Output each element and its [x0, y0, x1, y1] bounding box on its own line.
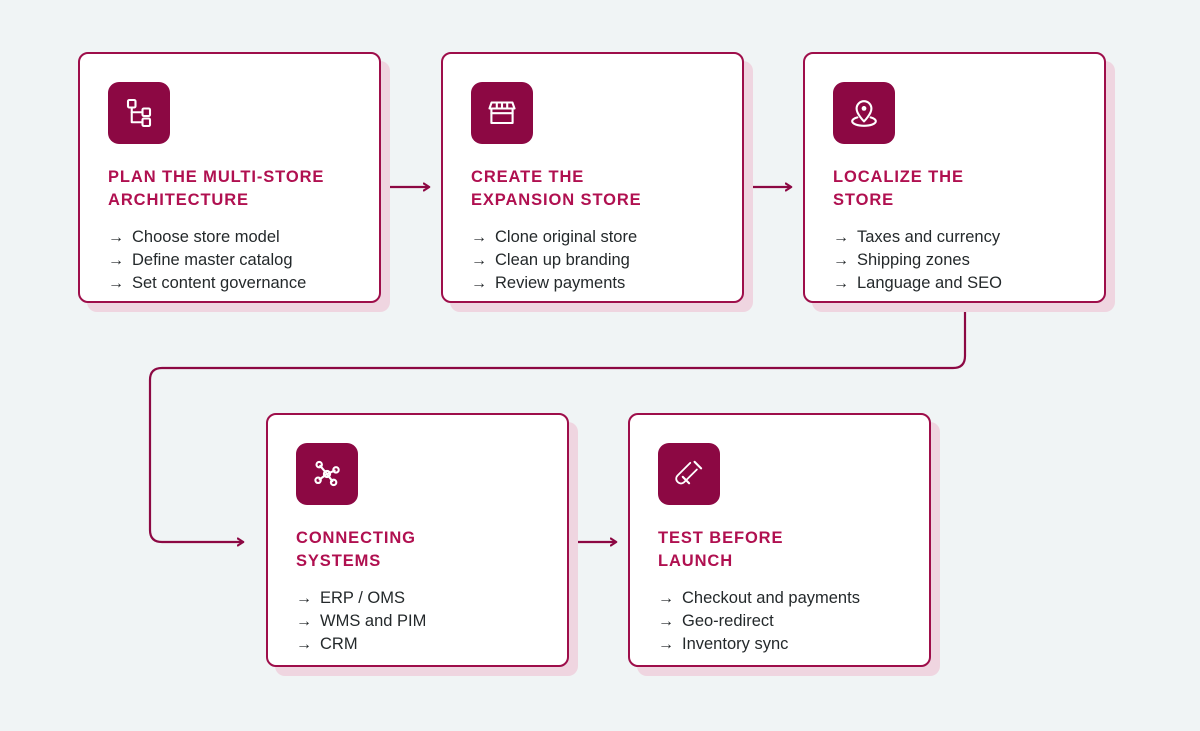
list-item: → Checkout and payments — [658, 587, 903, 610]
card-bullet-list: → Checkout and payments → Geo-redirect →… — [658, 587, 903, 656]
card-body: PLAN THE MULTI-STORE ARCHITECTURE → Choo… — [80, 54, 379, 301]
arrow-right-icon: → — [471, 251, 487, 269]
arrow-right-icon: → — [108, 274, 124, 292]
arrow-right-icon: → — [833, 251, 849, 269]
list-item-label: Review payments — [495, 273, 626, 292]
list-item: → CRM — [296, 633, 541, 656]
test-tube-icon — [658, 443, 720, 505]
list-item-label: WMS and PIM — [320, 611, 427, 630]
card-body: CONNECTING SYSTEMS → ERP / OMS → WMS and… — [268, 415, 567, 665]
arrow-right-icon: → — [658, 612, 674, 630]
card-body: CREATE THE EXPANSION STORE → Clone origi… — [443, 54, 742, 301]
arrow-right-icon: → — [658, 635, 674, 653]
card-title: LOCALIZE THE STORE — [833, 168, 964, 210]
arrow-right-icon: → — [833, 274, 849, 292]
storefront-icon — [471, 82, 533, 144]
list-item-label: Inventory sync — [682, 634, 789, 653]
arrow-right-icon: → — [296, 612, 312, 630]
card-title: TEST BEFORE LAUNCH — [658, 529, 784, 571]
card-title: CONNECTING SYSTEMS — [296, 529, 416, 571]
list-item-label: Checkout and payments — [682, 588, 860, 607]
list-item: → Language and SEO — [833, 272, 1078, 295]
list-item: → Inventory sync — [658, 633, 903, 656]
sitemap-hierarchy-icon — [108, 82, 170, 144]
list-item: → Define master catalog — [108, 249, 353, 272]
arrow-right-icon: → — [296, 635, 312, 653]
list-item-label: Set content governance — [132, 273, 307, 292]
arrow-right-icon: → — [471, 228, 487, 246]
card-bullet-list: → ERP / OMS → WMS and PIM → CRM — [296, 587, 541, 656]
list-item: → WMS and PIM — [296, 610, 541, 633]
list-item-label: Clone original store — [495, 227, 638, 246]
list-item: → Set content governance — [108, 272, 353, 295]
card-bullet-list: → Taxes and currency → Shipping zones → … — [833, 226, 1078, 295]
list-item-label: Taxes and currency — [857, 227, 1001, 246]
list-item-label: Define master catalog — [132, 250, 293, 269]
arrow-right-icon: → — [108, 251, 124, 269]
list-item: → Review payments — [471, 272, 716, 295]
card-body: TEST BEFORE LAUNCH → Checkout and paymen… — [630, 415, 929, 665]
list-item: → ERP / OMS — [296, 587, 541, 610]
list-item: → Shipping zones — [833, 249, 1078, 272]
list-item-label: Geo-redirect — [682, 611, 774, 630]
list-item-label: Choose store model — [132, 227, 280, 246]
arrow-right-icon: → — [296, 589, 312, 607]
card-localize-the-store[interactable]: LOCALIZE THE STORE → Taxes and currency … — [803, 52, 1106, 303]
card-test-before-launch[interactable]: TEST BEFORE LAUNCH → Checkout and paymen… — [628, 413, 931, 667]
list-item-label: ERP / OMS — [320, 588, 405, 607]
list-item-label: Clean up branding — [495, 250, 630, 269]
list-item: → Clone original store — [471, 226, 716, 249]
list-item-label: Shipping zones — [857, 250, 970, 269]
arrow-right-icon: → — [658, 589, 674, 607]
network-nodes-icon — [296, 443, 358, 505]
list-item: → Choose store model — [108, 226, 353, 249]
arrow-right-icon: → — [833, 228, 849, 246]
map-pin-location-icon — [833, 82, 895, 144]
card-title: PLAN THE MULTI-STORE ARCHITECTURE — [108, 168, 325, 210]
card-body: LOCALIZE THE STORE → Taxes and currency … — [805, 54, 1104, 301]
card-plan-the-multi-store-architecture[interactable]: PLAN THE MULTI-STORE ARCHITECTURE → Choo… — [78, 52, 381, 303]
list-item: → Clean up branding — [471, 249, 716, 272]
card-bullet-list: → Choose store model → Define master cat… — [108, 226, 353, 295]
card-title: CREATE THE EXPANSION STORE — [471, 168, 642, 210]
list-item: → Geo-redirect — [658, 610, 903, 633]
card-bullet-list: → Clone original store → Clean up brandi… — [471, 226, 716, 295]
list-item-label: CRM — [320, 634, 358, 653]
list-item: → Taxes and currency — [833, 226, 1078, 249]
list-item-label: Language and SEO — [857, 273, 1002, 292]
arrow-right-icon: → — [108, 228, 124, 246]
card-connecting-systems[interactable]: CONNECTING SYSTEMS → ERP / OMS → WMS and… — [266, 413, 569, 667]
card-create-the-expansion-store[interactable]: CREATE THE EXPANSION STORE → Clone origi… — [441, 52, 744, 303]
arrow-right-icon: → — [471, 274, 487, 292]
